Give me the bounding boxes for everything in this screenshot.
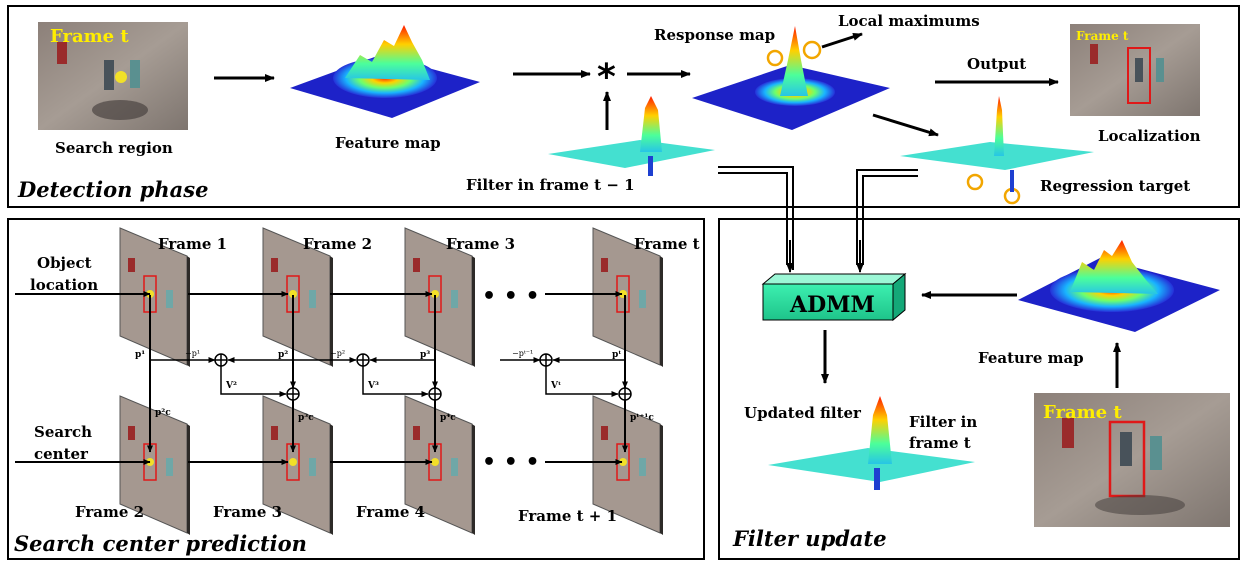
frame-card (592, 227, 663, 367)
section-detection-title: Detection phase (17, 177, 208, 202)
filter-in-frame-label-2: frame t (909, 434, 971, 452)
localization-image (1070, 24, 1200, 116)
response-map-label: Response map (654, 26, 775, 44)
filter-prev-surface (548, 96, 715, 176)
v-label-t: Vᵗ (550, 381, 561, 391)
admm-block (761, 272, 907, 322)
localization-label: Localization (1098, 127, 1201, 145)
pc-label-3: p³c (298, 413, 314, 423)
frame-card (262, 227, 333, 367)
output-label: Output (967, 55, 1026, 73)
convolution-symbol: * (597, 57, 616, 98)
sum-nodes (214, 353, 632, 401)
admm-label: ADMM (789, 292, 875, 318)
p-label-3: p³ (420, 350, 430, 360)
bottom-frame-t1-label: Frame t + 1 (518, 507, 617, 525)
filter-prev-label: Filter in frame t − 1 (466, 176, 635, 194)
top-frame-1-label: Frame 1 (158, 235, 227, 253)
search-region-image (38, 22, 188, 130)
detection-phase-panel (7, 5, 1240, 208)
frame-card (404, 395, 475, 535)
frame-card (119, 395, 190, 535)
object-location-label-2: location (30, 276, 98, 294)
frame-card (119, 227, 190, 367)
top-frame-3-label: Frame 3 (446, 235, 515, 253)
bottom-frame-4-label: Frame 4 (356, 503, 425, 521)
neg-p-label-2: −p² (330, 349, 345, 358)
filter-update-panel (718, 218, 1240, 560)
object-location-label-1: Object (37, 254, 92, 272)
pc-label-4: p⁴c (440, 413, 456, 423)
pc-label-t1: pᵗ⁺¹c (630, 413, 654, 423)
p-label-t: pᵗ (612, 350, 622, 360)
pc-label-2: p²c (155, 408, 171, 418)
localization-frame-label: Frame t (1076, 29, 1129, 43)
arrow-local-max (821, 32, 863, 49)
section-search-center-title: Search center prediction (14, 531, 307, 556)
top-frame-t-label: Frame t (634, 235, 700, 253)
regression-target-label: Regression target (1040, 177, 1190, 195)
frame-stack (119, 227, 663, 535)
v-label-3: V³ (367, 381, 379, 391)
ellipsis-bottom: • • • (482, 450, 540, 475)
neg-p-label-t: −pᵗ⁻¹ (512, 349, 533, 358)
search-center-label-1: Search (34, 423, 92, 441)
search-center-label-2: center (34, 445, 89, 463)
v-label-2: V² (225, 381, 237, 391)
filter-in-frame-label-1: Filter in (909, 413, 977, 431)
frame-card (404, 227, 475, 367)
section-filter-update-title: Filter update (732, 526, 887, 551)
update-feature-map-label: Feature map (978, 349, 1084, 367)
top-frame-2-label: Frame 2 (303, 235, 372, 253)
p-label-2: p² (278, 350, 288, 360)
detection-frame-label: Frame t (50, 26, 129, 47)
neg-p-label-1: −p¹ (185, 349, 200, 358)
response-map-surface (692, 26, 890, 130)
update-feature-map-surface (1018, 240, 1220, 332)
bottom-frame-3-label: Frame 3 (213, 503, 282, 521)
p-label-1: p¹ (135, 350, 145, 360)
search-region-label: Search region (55, 139, 173, 157)
ellipsis-top: • • • (482, 284, 540, 309)
feature-map-surface (290, 25, 480, 118)
local-maximums-label: Local maximums (838, 12, 980, 30)
update-frame-image (1034, 393, 1230, 527)
frame-card (592, 395, 663, 535)
regression-target-surface (900, 96, 1094, 205)
bottom-frame-2-label: Frame 2 (75, 503, 144, 521)
updated-filter-surface (768, 396, 975, 490)
updated-filter-label: Updated filter (744, 404, 862, 422)
update-frame-label: Frame t (1043, 402, 1122, 423)
arrow-to-regression (872, 113, 939, 137)
feature-map-label: Feature map (335, 134, 441, 152)
search-center-panel (7, 218, 705, 560)
